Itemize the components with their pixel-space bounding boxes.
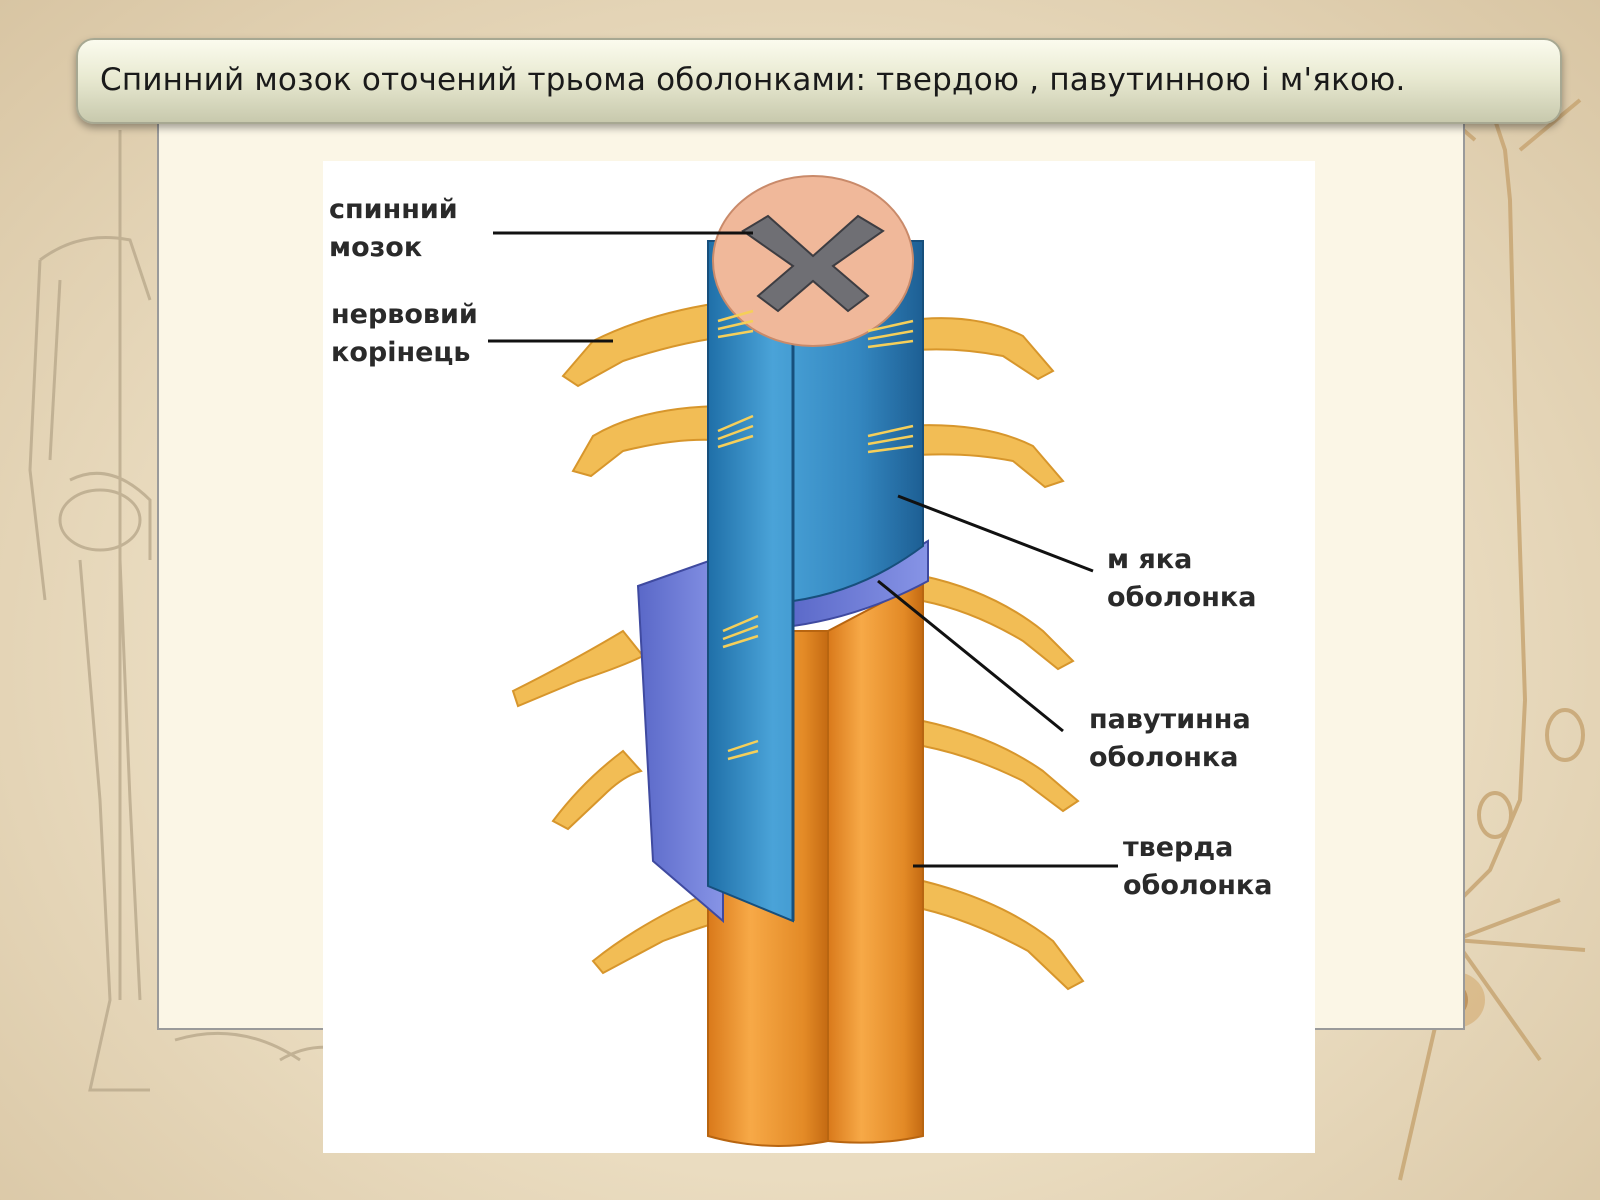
label-dura-mater: тверда оболонка	[1123, 832, 1273, 901]
rootlets	[717, 309, 914, 761]
nerve-right-5	[922, 879, 1085, 991]
leader-lines	[488, 231, 1118, 868]
nerve-right-3	[922, 574, 1075, 671]
nerve-left-2	[571, 404, 729, 478]
nerve-left-3	[511, 629, 645, 708]
slide-title: Спинний мозок оточений трьома оболонками…	[100, 62, 1406, 98]
label-pia-mater: м яка оболонка	[1107, 544, 1257, 613]
skeleton-sketch	[28, 130, 391, 1092]
nerve-right-4	[922, 719, 1080, 813]
nerve-right-2	[902, 424, 1065, 489]
label-arachnoid-mater: павутинна оболонка	[1089, 704, 1251, 773]
label-spinal-cord: спинний мозок	[329, 194, 458, 263]
nerve-left-1	[561, 299, 734, 388]
label-nerve-root: нервовий корінець	[331, 299, 478, 368]
title-bar: Спинний мозок оточений трьома оболонками…	[76, 38, 1562, 124]
nerve-right-1	[902, 317, 1055, 381]
nerve-roots	[511, 299, 1085, 991]
arachnoid-mater	[636, 554, 724, 924]
spinal-cord-diagram: спинний мозок нервовий корінець м яка об…	[323, 161, 1315, 1153]
nerve-left-4	[551, 749, 643, 831]
gray-matter	[741, 214, 885, 313]
